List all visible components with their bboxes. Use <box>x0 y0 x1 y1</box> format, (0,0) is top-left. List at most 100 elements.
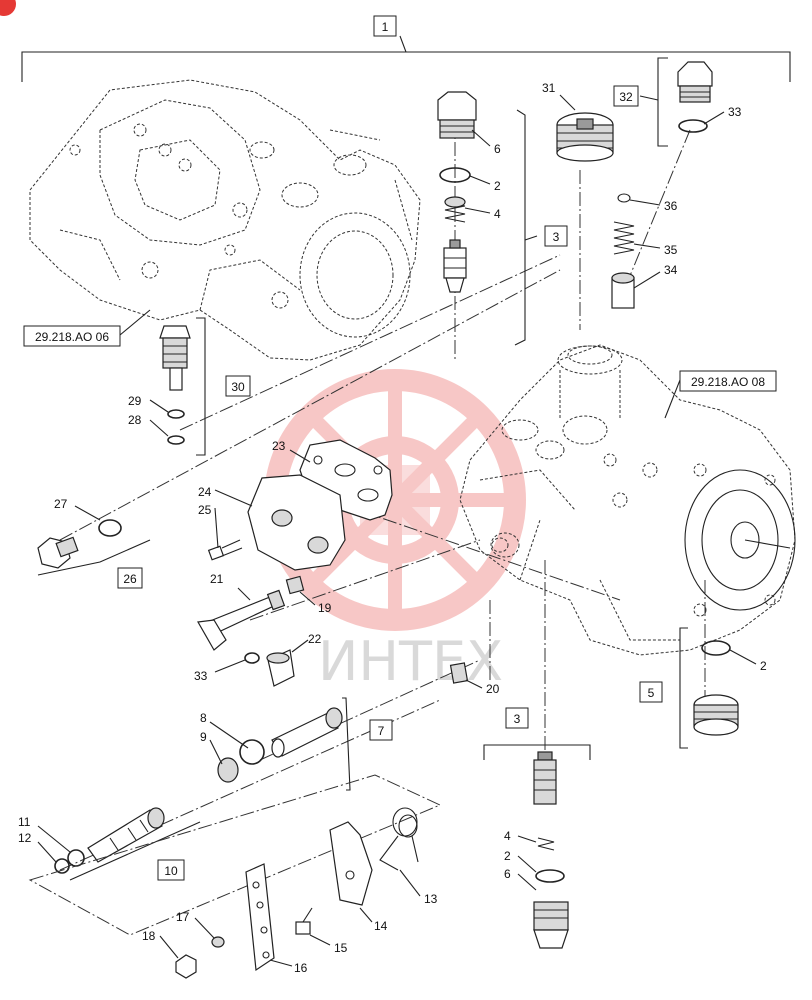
fitting-19 <box>285 575 305 595</box>
oring-33-top <box>678 119 708 133</box>
callout-16: 16 <box>294 961 308 975</box>
callout-17: 17 <box>176 910 190 924</box>
nut-18 <box>175 954 197 979</box>
ball-36 <box>617 193 631 203</box>
callout-2-top: 2 <box>494 179 501 193</box>
lever-14 <box>329 821 373 906</box>
leader-lines <box>37 94 757 967</box>
boxed-labels: 1 32 3 30 26 5 3 7 10 <box>117 15 663 881</box>
bracket-5 <box>679 627 688 749</box>
reference-29-218-ao-08: 29.218.AO 08 <box>691 375 765 389</box>
callout-19: 19 <box>318 601 332 615</box>
plug-32 <box>677 61 713 103</box>
spring-35 <box>613 221 635 255</box>
callout-15: 15 <box>334 941 348 955</box>
cap-22 <box>266 649 295 687</box>
plug-5 <box>693 694 739 736</box>
spring-4-bottom <box>537 837 555 851</box>
bracket-7 <box>342 697 351 791</box>
ring-11 <box>67 849 85 867</box>
oring-33-mid <box>244 652 260 664</box>
box-label-3-top: 3 <box>553 230 560 244</box>
callout-33-top: 33 <box>728 105 742 119</box>
ring-29 <box>167 409 185 419</box>
washer-17 <box>211 936 225 948</box>
callout-28: 28 <box>128 413 142 427</box>
tube-21 <box>197 589 286 651</box>
callout-6-bottom: 6 <box>504 867 511 881</box>
callout-9: 9 <box>200 730 207 744</box>
bracket-10 <box>69 821 201 881</box>
callout-23: 23 <box>272 439 286 453</box>
callout-34: 34 <box>664 263 678 277</box>
pump-housing-left <box>29 79 421 361</box>
bolt-15 <box>295 907 313 935</box>
bracket-3-top <box>514 109 526 346</box>
plug-26 <box>37 536 79 569</box>
ring-28 <box>167 435 185 445</box>
callout-6-top: 6 <box>494 142 501 156</box>
assembly-bracket <box>21 35 791 82</box>
box-label-32: 32 <box>619 90 633 104</box>
callout-8: 8 <box>200 711 207 725</box>
box-label-1: 1 <box>382 20 389 34</box>
bolt-25 <box>207 539 243 561</box>
corner-logo-icon <box>0 0 16 16</box>
callout-35: 35 <box>664 243 678 257</box>
box-label-10: 10 <box>164 864 178 878</box>
box-label-7: 7 <box>378 724 385 738</box>
shaft-10 <box>87 807 165 863</box>
callout-24: 24 <box>198 485 212 499</box>
callout-4-bottom: 4 <box>504 829 511 843</box>
valve-spool-top <box>443 239 467 293</box>
oring-2-bottom <box>535 869 565 883</box>
callout-14: 14 <box>374 919 388 933</box>
callout-12: 12 <box>18 831 32 845</box>
callout-27: 27 <box>54 497 68 511</box>
callout-20: 20 <box>486 682 500 696</box>
callout-33-mid: 33 <box>194 669 208 683</box>
bracket-30 <box>196 317 206 456</box>
reference-boxes: 29.218.AO 06 29.218.AO 08 <box>23 325 777 392</box>
bracket-3-bottom <box>483 744 591 760</box>
bracket-plate-16 <box>245 863 275 972</box>
linkage-outline <box>28 774 442 936</box>
washer-9 <box>217 757 239 783</box>
fitting-20 <box>449 662 469 684</box>
callout-21: 21 <box>210 572 224 586</box>
callout-36: 36 <box>664 199 678 213</box>
bracket-26 <box>37 539 151 576</box>
callout-22: 22 <box>308 632 322 646</box>
callout-4-top: 4 <box>494 207 501 221</box>
reference-29-218-ao-06: 29.218.AO 06 <box>35 330 109 344</box>
callout-25: 25 <box>198 503 212 517</box>
bracket-32 <box>657 57 668 147</box>
box-label-3-bottom: 3 <box>514 712 521 726</box>
oring-8 <box>239 739 265 765</box>
shaft-7 <box>271 707 343 758</box>
callout-2-bottom: 2 <box>504 849 511 863</box>
callout-29: 29 <box>128 394 142 408</box>
pump-housing-right <box>459 344 796 656</box>
oring-27 <box>98 519 122 537</box>
callout-numbers: 6 2 4 31 33 36 35 34 29 28 27 23 24 25 2… <box>18 81 767 975</box>
box-label-26: 26 <box>123 572 137 586</box>
callout-11: 11 <box>18 815 31 829</box>
callout-2-right: 2 <box>760 659 767 673</box>
spring-4-top <box>444 196 466 223</box>
plug-6-bottom <box>533 901 569 949</box>
oring-2-top <box>439 167 471 183</box>
box-label-30: 30 <box>231 380 245 394</box>
box-label-5: 5 <box>648 686 655 700</box>
plate-24 <box>247 474 346 571</box>
cartridge-30 <box>159 325 191 391</box>
plug-6-top <box>437 91 477 139</box>
watermark-text: ИНТЕХ <box>318 630 503 693</box>
poppet-34 <box>611 272 635 309</box>
oring-2-right <box>701 640 731 656</box>
callout-13: 13 <box>424 892 438 906</box>
spring-13 <box>379 807 419 871</box>
callout-31: 31 <box>542 81 556 95</box>
